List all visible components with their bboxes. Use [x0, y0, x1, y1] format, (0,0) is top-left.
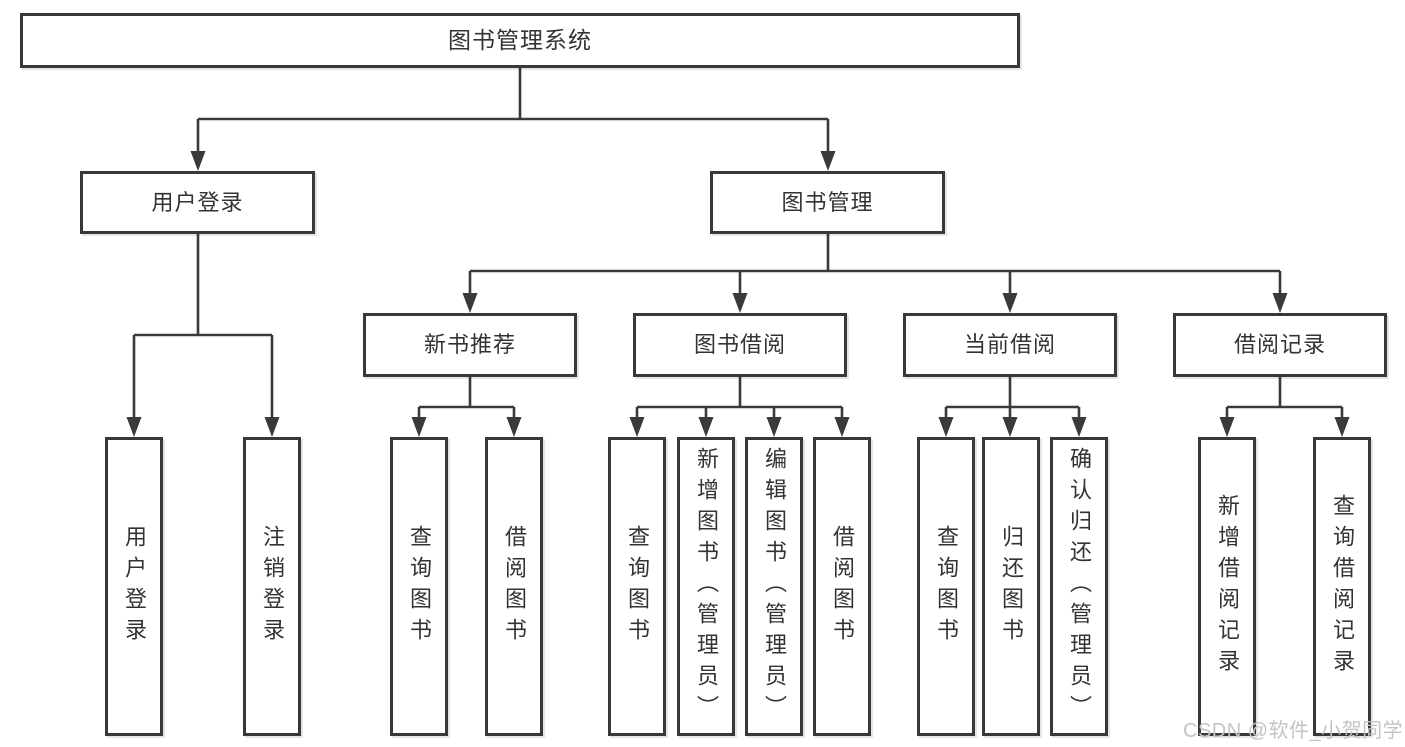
- connector-book-borrow-children: [629, 377, 850, 437]
- connector-book-management-children: [462, 234, 1288, 313]
- connector-new-book-recommend-children: [411, 377, 522, 437]
- node-label: 用户登录: [151, 189, 244, 215]
- node-label: 注销登录: [260, 524, 285, 649]
- node-label: 借阅图书: [502, 524, 527, 649]
- node-label: 查询借阅记录: [1330, 493, 1355, 680]
- node-label: 图书借阅: [693, 332, 786, 357]
- leaf-edit-book-admin: 编辑图书（管理员）: [745, 437, 803, 736]
- leaf-confirm-return-admin: 确认归还（管理员）: [1050, 437, 1108, 736]
- csdn-watermark: CSDN @软件_小贺同学: [1183, 720, 1404, 742]
- node-user-login: 用户登录: [80, 171, 315, 234]
- node-label: 用户登录: [122, 524, 147, 649]
- leaf-add-borrow-record: 新增借阅记录: [1198, 437, 1256, 736]
- node-label: 当前借阅: [963, 332, 1056, 357]
- node-label: 借阅记录: [1233, 332, 1326, 357]
- node-borrow-record: 借阅记录: [1173, 313, 1387, 377]
- leaf-query-book-current: 查询图书: [917, 437, 975, 736]
- leaf-borrow-book-recommend: 借阅图书: [485, 437, 543, 736]
- leaf-query-book-recommend: 查询图书: [390, 437, 448, 736]
- leaf-return-book: 归还图书: [982, 437, 1040, 736]
- node-label: 确认归还（管理员）: [1067, 447, 1092, 726]
- connector-current-borrow-children: [938, 377, 1087, 437]
- node-label: 查询图书: [625, 524, 650, 649]
- node-label: 新增图书（管理员）: [694, 447, 719, 726]
- node-label: 新书推荐: [423, 332, 516, 357]
- connector-user-login-children: [126, 234, 280, 437]
- node-book-borrow: 图书借阅: [633, 313, 847, 377]
- node-label: 借阅图书: [830, 524, 855, 649]
- connector-root-to-level2: [190, 68, 836, 171]
- node-label: 图书管理系统: [448, 27, 592, 53]
- node-new-book-recommend: 新书推荐: [363, 313, 577, 377]
- node-label: 编辑图书（管理员）: [762, 447, 787, 726]
- node-label: 查询图书: [934, 524, 959, 649]
- leaf-query-book-borrow: 查询图书: [608, 437, 666, 736]
- node-label: 查询图书: [407, 524, 432, 649]
- leaf-add-book-admin: 新增图书（管理员）: [677, 437, 735, 736]
- node-root: 图书管理系统: [20, 13, 1020, 68]
- leaf-user-login: 用户登录: [105, 437, 163, 736]
- connector-borrow-record-children: [1219, 377, 1350, 437]
- leaf-logout: 注销登录: [243, 437, 301, 736]
- node-label: 图书管理: [781, 189, 874, 215]
- node-label: 新增借阅记录: [1215, 493, 1240, 680]
- leaf-borrow-book: 借阅图书: [813, 437, 871, 736]
- node-current-borrow: 当前借阅: [903, 313, 1117, 377]
- node-book-management: 图书管理: [710, 171, 945, 234]
- node-label: 归还图书: [999, 524, 1024, 649]
- leaf-query-borrow-record: 查询借阅记录: [1313, 437, 1371, 736]
